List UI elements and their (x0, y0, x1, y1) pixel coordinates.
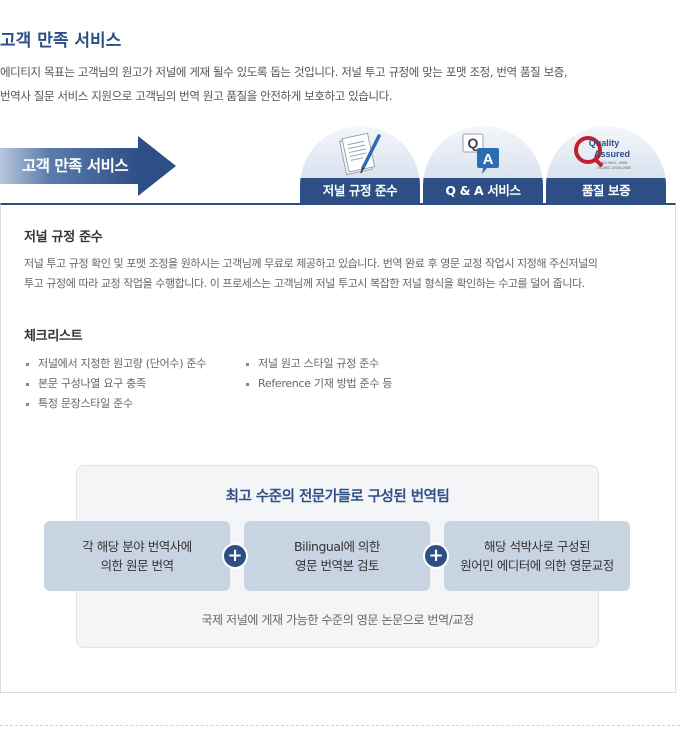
section-paragraph: 저널 투고 규정 확인 및 포맷 조정을 원하시는 고객님께 무료로 제공하고 … (24, 254, 654, 294)
page-title: 고객 만족 서비스 (0, 31, 122, 51)
section-arrow-banner: 고객 만족 서비스 (0, 136, 176, 196)
team-card: 각 해당 분야 번역사에 의한 원문 번역 (44, 521, 230, 591)
arrow-banner-label: 고객 만족 서비스 (22, 157, 129, 175)
list-item: 저널 원고 스타일 규정 준수 (244, 354, 392, 374)
card-line: 의한 원문 번역 (100, 558, 174, 573)
intro-line: 에디티지 목표는 고객님의 원고가 저널에 게재 될수 있도록 돕는 것입니다.… (0, 65, 568, 79)
tab-label: 저널 규정 준수 (300, 178, 420, 204)
team-card: 해당 석박사로 구성된 원어민 에디터에 의한 영문교정 (444, 521, 630, 591)
team-card: Bilingual에 의한 영문 번역본 검토 (244, 521, 430, 591)
document-pen-icon (335, 132, 385, 182)
card-line: 원어민 에디터에 의한 영문교정 (460, 558, 614, 573)
arrow-head (138, 136, 176, 196)
tab-quality-assurance[interactable]: Quality Assured ISO 9001 : 2008 ISO/IEC … (546, 126, 666, 204)
checklist-heading: 체크리스트 (24, 329, 83, 344)
quality-assured-badge-icon: Quality Assured ISO 9001 : 2008 ISO/IEC … (574, 132, 638, 180)
badge-text: ISO 9001 : 2008 (601, 161, 627, 165)
team-footer-text: 국제 저널에 게재 가능한 수준의 영문 논문으로 번역/교정 (201, 613, 474, 627)
list-item: 저널에서 지정한 원고량 (단어수) 준수 (24, 354, 206, 374)
qa-icon-a: A (483, 151, 494, 168)
plus-icon: + (423, 543, 449, 569)
intro-line: 번역사 질문 서비스 지원으로 고객님의 번역 원고 품질을 안전하게 보호하고… (0, 89, 393, 103)
card-line: 영문 번역본 검토 (295, 558, 379, 573)
tab-journal-compliance[interactable]: 저널 규정 준수 (300, 126, 420, 204)
section-heading: 저널 규정 준수 (24, 230, 103, 245)
intro-text: 에디티지 목표는 고객님의 원고가 저널에 게재 될수 있도록 돕는 것입니다.… (0, 60, 568, 108)
qa-icon-q: Q (468, 135, 479, 151)
plus-icon: + (222, 543, 248, 569)
list-item: 본문 구성나열 요구 충족 (24, 374, 206, 394)
qa-icon: Q A (461, 132, 505, 180)
badge-text: Quality (589, 138, 620, 148)
badge-text: Assured (594, 149, 630, 159)
arrow-body (0, 148, 140, 184)
card-line: 각 해당 분야 번역사에 (82, 539, 192, 554)
tab-label: Q & A 서비스 (423, 178, 543, 204)
dotted-divider (0, 725, 680, 726)
checklist-left: 저널에서 지정한 원고량 (단어수) 준수 본문 구성나열 요구 충족 특정 문… (24, 354, 206, 414)
checklist-right: 저널 원고 스타일 규정 준수 Reference 기재 방법 준수 등 (244, 354, 393, 394)
list-item: 특정 문장스타일 준수 (24, 394, 206, 414)
card-line: 해당 석박사로 구성된 (484, 539, 590, 554)
paragraph-line: 저널 투고 규정 확인 및 포맷 조정을 원하시는 고객님께 무료로 제공하고 … (24, 257, 598, 270)
badge-text: ISO/IEC 27001:2005 (597, 166, 630, 170)
tab-qa-service[interactable]: Q A Q & A 서비스 (423, 126, 543, 204)
list-item: Reference 기재 방법 준수 등 (244, 374, 393, 394)
card-line: Bilingual에 의한 (294, 539, 380, 554)
paragraph-line: 투고 규정에 따라 교정 작업을 수행합니다. 이 프로세스는 고객님께 저널 … (24, 277, 585, 290)
tab-label: 품질 보증 (546, 178, 666, 204)
team-title: 최고 수준의 전문가들로 구성된 번역팀 (225, 489, 450, 505)
